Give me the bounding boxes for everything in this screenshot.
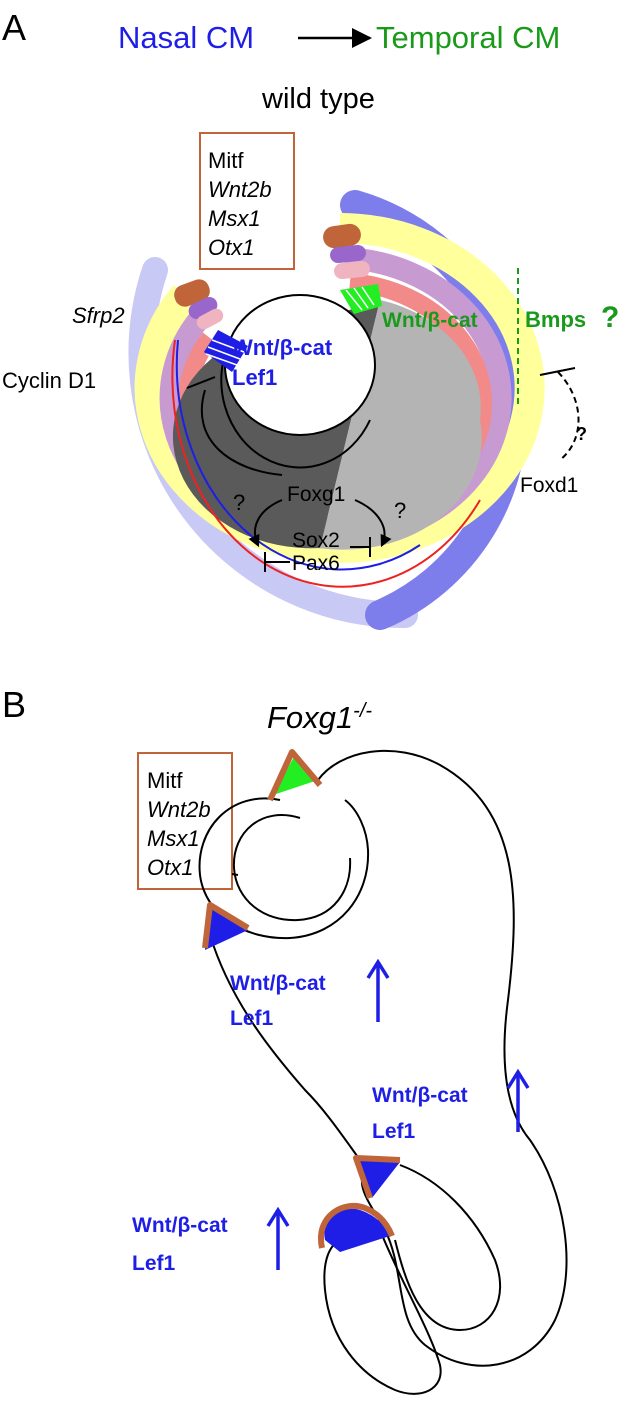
- box-a-gene-4: Otx1: [208, 235, 254, 260]
- b-wnt-label-2: Wnt/β-cat: [372, 1084, 468, 1107]
- panel-b-letter: B: [2, 684, 26, 725]
- box-a-gene-1: Mitf: [208, 148, 244, 173]
- tissue-outer-outline: [317, 749, 568, 1367]
- foxd1-question: ?: [576, 424, 587, 444]
- temporal-wnt-label: Wnt/β-cat: [382, 309, 478, 332]
- foxg1-inhibit-bar: [186, 376, 216, 389]
- temporal-caps: [323, 223, 382, 314]
- retina-temporal-gray: [320, 296, 482, 550]
- b-wnt-label-1: Wnt/β-cat: [230, 972, 326, 995]
- b-lef1-label-1: Lef1: [230, 1007, 274, 1030]
- box-b-gene-2: Wnt2b: [147, 797, 211, 822]
- condition-label: wild type: [261, 83, 375, 115]
- yellow-ring: [134, 213, 545, 563]
- question-left: ?: [233, 490, 245, 515]
- foxg1-label: Foxg1: [287, 483, 345, 506]
- box-b-gene-3: Msx1: [147, 826, 200, 851]
- foxg1-right-arrow: [354, 499, 392, 548]
- cyclin-d1-label: Cyclin D1: [2, 368, 96, 393]
- b-lef1-label-2: Lef1: [372, 1120, 416, 1143]
- blue-triangle-2: [355, 1158, 400, 1198]
- blue-cap-3: [324, 1208, 390, 1252]
- sox2-label: Sox2: [292, 529, 340, 552]
- temporal-cm-label: Temporal CM: [376, 20, 560, 55]
- tissue-lower-loop: [323, 1229, 442, 1395]
- blue-triangle-1: [205, 905, 248, 950]
- gene-box-a: [199, 132, 295, 270]
- box-a-gene-3: Msx1: [208, 206, 261, 231]
- b-wnt-label-3: Wnt/β-cat: [132, 1214, 228, 1237]
- foxg1-left-arrow: [248, 499, 283, 548]
- panel-a: A Nasal CM Temporal CM wild type: [2, 7, 619, 630]
- optic-cup-outer: [198, 797, 370, 940]
- genotype-label: Foxg1-/-: [267, 700, 372, 735]
- bmps-question: ?: [601, 301, 619, 334]
- foxd1-dashed-path: [557, 371, 580, 461]
- nasal-wnt-label: Wnt/β-cat: [232, 335, 333, 360]
- green-triangle: [273, 755, 318, 795]
- foxd1-inhibit-bar: [539, 367, 576, 376]
- optic-cup-inner: [232, 814, 352, 922]
- sfrp2-label: Sfrp2: [72, 303, 125, 328]
- box-b-gene-4: Otx1: [147, 855, 193, 880]
- foxd1-label: Foxd1: [520, 474, 578, 497]
- foxg1-inhibit-path: [200, 389, 283, 476]
- pax6-label: Pax6: [292, 552, 340, 575]
- nasal-lef1-label: Lef1: [232, 365, 277, 390]
- panel-a-letter: A: [2, 7, 26, 48]
- box-b-gene-1: Mitf: [147, 768, 183, 793]
- tissue-left-outline: [209, 934, 361, 1161]
- bmps-label: Bmps: [525, 307, 586, 332]
- nasal-cm-label: Nasal CM: [118, 20, 254, 55]
- panel-b: B Foxg1-/- Mitf Wnt2b Msx1 Otx1 Wnt/β-ca…: [2, 684, 568, 1395]
- question-right: ?: [394, 498, 406, 523]
- nasal-caps: [174, 279, 248, 372]
- b-lef1-label-3: Lef1: [132, 1252, 176, 1275]
- box-a-gene-2: Wnt2b: [208, 177, 272, 202]
- gene-box-b: [137, 752, 233, 890]
